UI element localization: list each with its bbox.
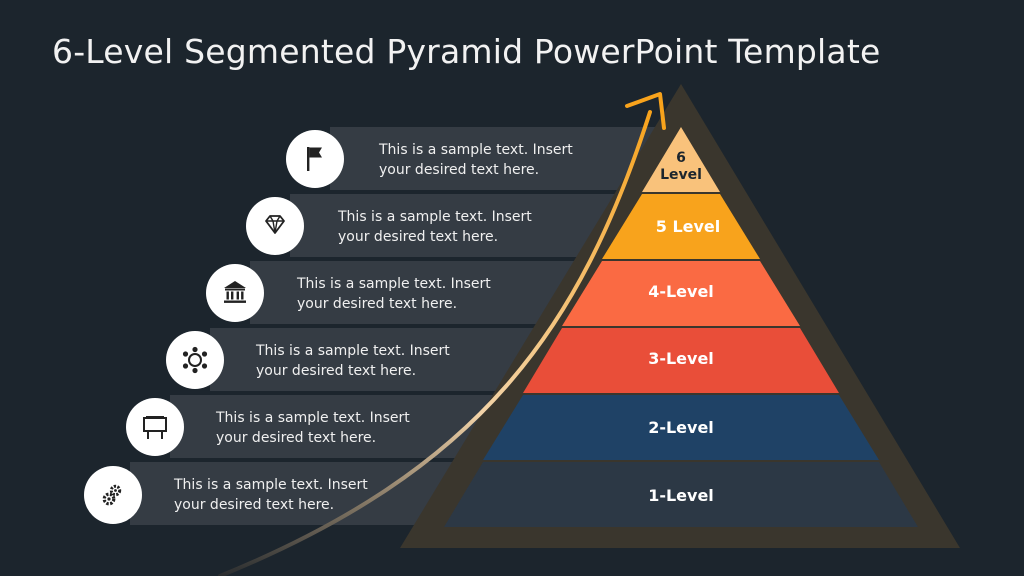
text-level-5: This is a sample text. Insert your desir…: [338, 207, 578, 247]
level-label-4: 4-Level: [648, 282, 714, 301]
level-label-2: 2-Level: [648, 418, 714, 437]
pyramid-segment-level-5: [602, 194, 760, 259]
flag-icon: [307, 147, 322, 171]
band-level-6: [330, 127, 660, 190]
text-level-1-line1: This is a sample text. Insert: [174, 477, 368, 493]
growth-arrow-curve: [218, 110, 652, 576]
team-icon: [182, 346, 208, 374]
level-label-5: 5 Level: [656, 217, 721, 236]
pyramid-segment-level-3: [523, 328, 839, 393]
icon-circle-level-1: [84, 466, 142, 524]
level-label-1: 1-Level: [648, 486, 714, 505]
text-level-2-line1: This is a sample text. Insert: [216, 410, 410, 426]
pyramid-segment-level-4: [562, 261, 800, 326]
diamond-icon: [265, 215, 285, 234]
text-level-6: This is a sample text. Insert your desir…: [379, 140, 619, 180]
text-level-2-line2: your desired text here.: [216, 430, 377, 446]
pyramid-segment-level-2: [483, 395, 879, 460]
text-level-4-line2: your desired text here.: [297, 296, 458, 312]
icon-circle-level-3: [166, 331, 224, 389]
text-level-1-line2: your desired text here.: [174, 497, 335, 513]
gears-icon: [102, 484, 122, 506]
icon-circle-level-2: [126, 398, 184, 456]
icon-circle-level-6: [286, 130, 344, 188]
level-label-3: 3-Level: [648, 349, 714, 368]
text-level-4-line1: This is a sample text. Insert: [297, 276, 491, 292]
pyramid-segment-level-6: [642, 127, 720, 192]
band-level-5: [290, 194, 630, 257]
text-level-3-line2: your desired text here.: [256, 363, 417, 379]
icon-circle-level-4: [206, 264, 264, 322]
billboard-icon: [143, 416, 167, 439]
bank-icon: [224, 281, 246, 303]
text-level-5-line1: This is a sample text. Insert: [338, 209, 532, 225]
text-level-6-line2: your desired text here.: [379, 162, 540, 178]
slide-title: 6-Level Segmented Pyramid PowerPoint Tem…: [52, 32, 881, 71]
text-level-1: This is a sample text. Insert your desir…: [174, 475, 414, 515]
growth-arrow-head: [625, 92, 666, 130]
text-level-6-line1: This is a sample text. Insert: [379, 142, 573, 158]
text-level-5-line2: your desired text here.: [338, 229, 499, 245]
text-level-2: This is a sample text. Insert your desir…: [216, 408, 456, 448]
text-level-4: This is a sample text. Insert your desir…: [297, 274, 537, 314]
text-level-3-line1: This is a sample text. Insert: [256, 343, 450, 359]
level-label-6-word: Level: [660, 167, 702, 183]
icon-circle-level-5: [246, 197, 304, 255]
level-label-6-number: 6: [676, 150, 686, 166]
pyramid-segment-level-1: [444, 462, 918, 527]
band-level-4: [250, 261, 600, 324]
text-level-3: This is a sample text. Insert your desir…: [256, 341, 496, 381]
